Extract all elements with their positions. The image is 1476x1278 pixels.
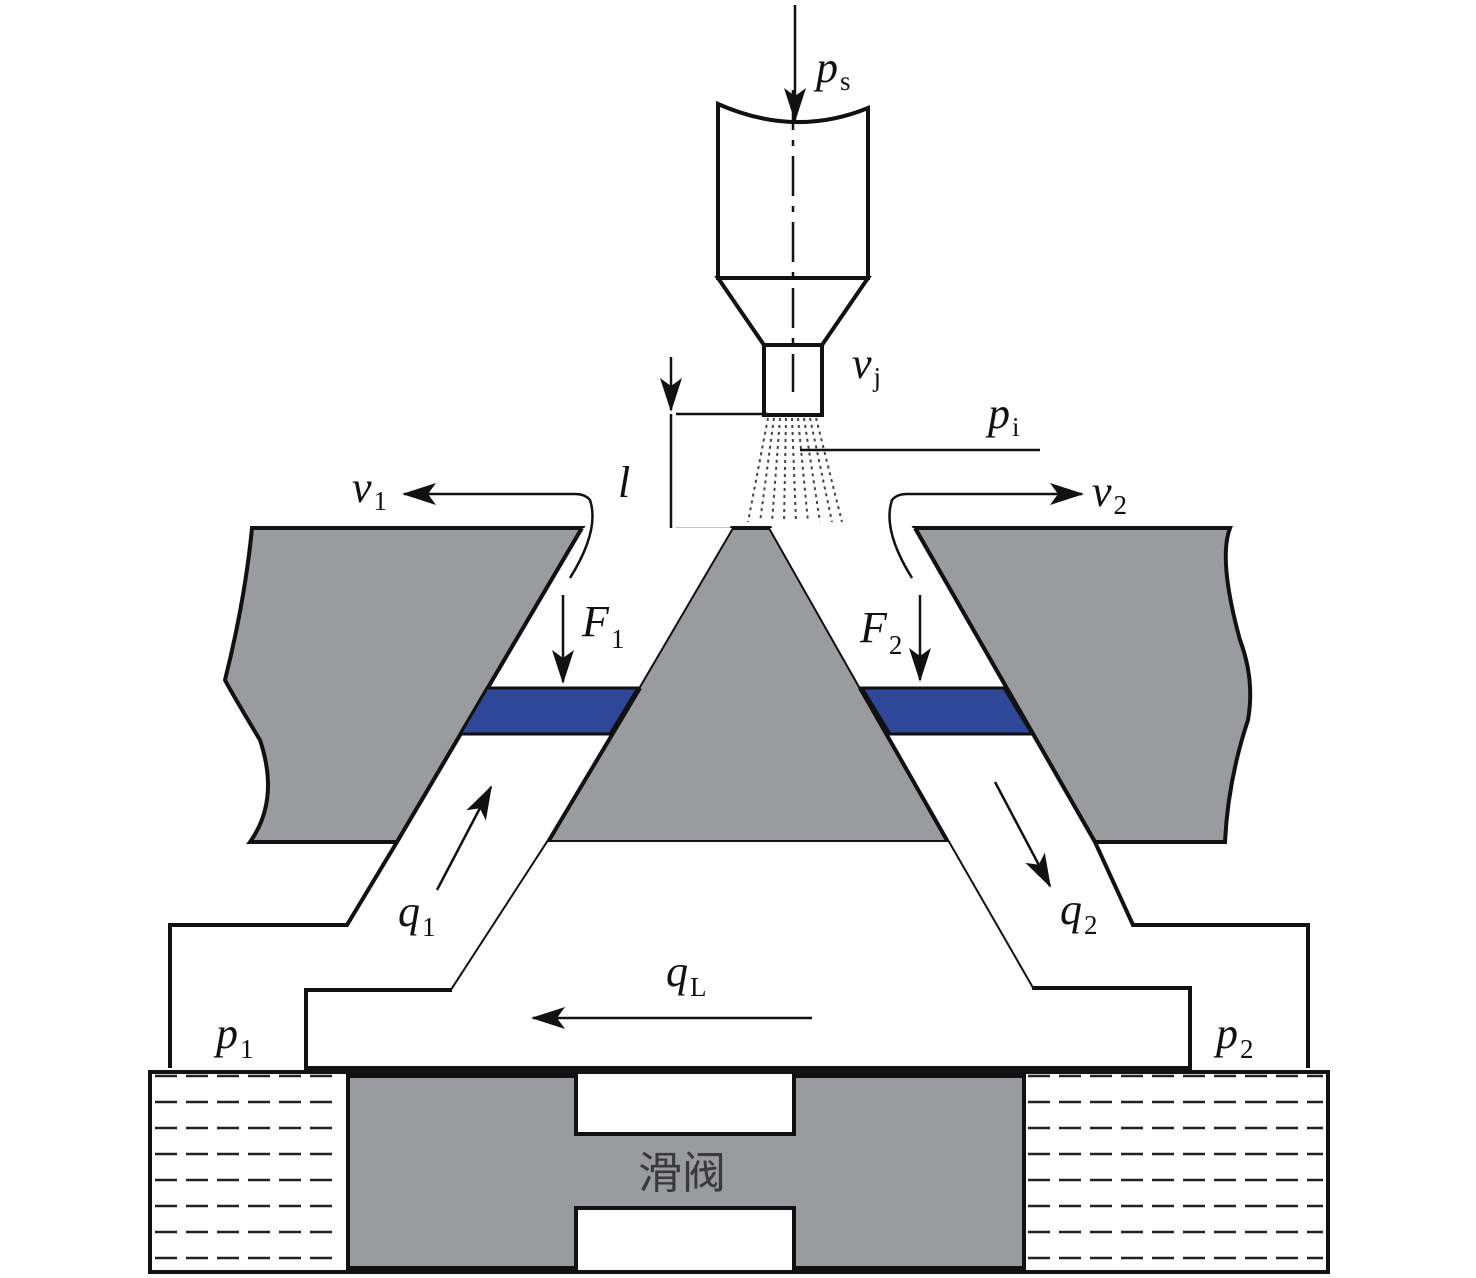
label-F2: F2: [859, 603, 902, 660]
label-ps: ps: [813, 43, 851, 96]
channel-left-outer-wall: [168, 526, 584, 1068]
load-channel-walls: [304, 986, 1192, 1070]
q1-flow-arrow: [435, 785, 493, 891]
label-v1: v1: [352, 463, 387, 516]
label-p1: p1: [213, 1009, 254, 1064]
label-q2: q2: [1060, 885, 1098, 940]
label-v2: v2: [1092, 467, 1127, 520]
receiver-block-right: [911, 526, 1253, 844]
fluid-band-left: [457, 686, 641, 736]
fluid-band-right: [859, 686, 1035, 736]
receiver-channel-left: [170, 528, 732, 1068]
spool-valve: [346, 1074, 1026, 1270]
v1-flow-arrow: [402, 483, 594, 579]
nozzle: [714, 90, 872, 417]
q2-flow-arrow: [993, 781, 1052, 888]
chamber-fluid-right: [1028, 1074, 1323, 1260]
label-q1: q1: [398, 887, 436, 942]
jet-spray: [747, 417, 843, 523]
spool-label: 滑阀: [638, 1148, 726, 1199]
label-l: l: [618, 458, 630, 507]
label-F1: F1: [581, 597, 624, 654]
v2-flow-arrow: [888, 483, 1084, 579]
load-flow-channel: [306, 842, 1190, 1068]
receiver-block-left: [222, 526, 586, 844]
label-qL: qL: [666, 947, 707, 1002]
label-pi: pi: [985, 389, 1020, 442]
receiver-channel-right: [770, 528, 1308, 1068]
label-p2: p2: [1213, 1009, 1254, 1064]
channel-right-outer-wall: [913, 527, 1310, 1068]
label-vj: vj: [852, 339, 881, 392]
